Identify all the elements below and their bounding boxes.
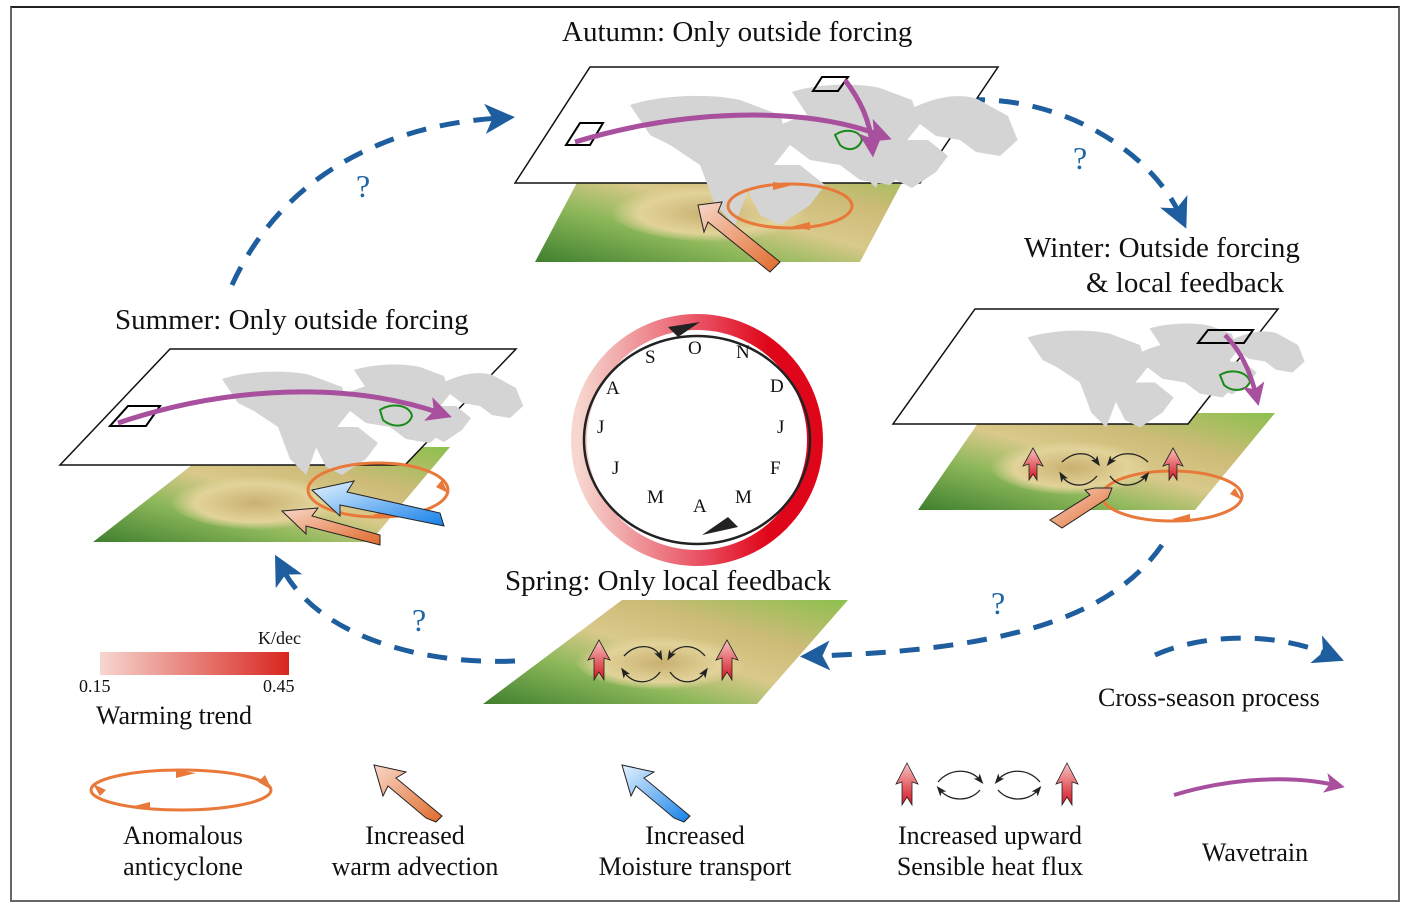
summer-title: Summer: Only outside forcing [115,304,469,336]
month-label: F [770,458,781,479]
legend-cross-season-label: Cross-season process [1098,683,1320,712]
winter-wavetrain-arrow [1223,333,1265,406]
legend-anticyclone-line1: Anomalous [123,821,243,850]
question-mark-autumn-winter: ? [1073,140,1088,176]
legend-warm-advection-icon [373,764,443,823]
cross-season-arrow-autumn-to-winter [964,97,1188,229]
month-label: M [735,487,752,508]
autumn-source-box-2 [811,76,850,92]
cycle-arrow-spring [702,517,738,535]
legend-moisture-line1: Increased [645,821,745,850]
month-label: J [777,417,785,438]
summer-source-box [107,405,162,427]
legend-heat-line2: Sensible heat flux [896,852,1084,881]
summer-moisture-arrow [310,480,445,527]
month-label: A [606,378,620,399]
legend-warm-advection-label: Increased warm advection [300,820,530,882]
colorbar-unit: K/dec [258,628,301,648]
month-label: S [645,347,656,368]
summer-basin-outline [378,404,414,427]
autumn-wavetrain-arrow-2 [842,78,884,158]
autumn-anticyclone [726,182,854,230]
spring-heat-flux-arrow-1 [587,639,611,682]
summer-wavetrain-arrow [117,389,452,426]
winter-source-box [1195,329,1255,344]
month-label: N [736,342,750,363]
winter-circulation-icon [1059,453,1150,486]
month-label: J [597,417,605,438]
legend-cross-season-icon [1153,635,1344,664]
winter-heat-flux-arrow-1 [1022,447,1044,482]
legend-moisture-icon [621,764,691,823]
colorbar-title: Warming trend [96,701,253,730]
winter-warm-advection-arrow [1049,487,1113,529]
cross-season-arrow-spring-to-summer [274,554,516,664]
cross-season-arrow-summer-to-autumn [229,103,515,287]
month-label: J [612,458,620,479]
question-mark-winter-spring: ? [991,585,1006,621]
colorbar-min-label: 0.15 [79,676,111,696]
legend-warm-line1: Increased [365,821,465,850]
legend-wavetrain-icon [1173,773,1345,797]
spring-circulation-icon [621,645,708,683]
legend-heat-line1: Increased upward [897,821,1083,850]
cycle-arrow-autumn [668,322,700,337]
autumn-wavetrain-arrow [574,112,892,145]
legend-anticyclone-line2: anticyclone [123,852,243,881]
legend-warm-line2: warm advection [331,852,499,881]
figure-frame [10,6,1400,902]
summer-warm-advection-arrow [280,507,381,546]
warming-trend-colorbar [100,652,289,675]
seasonal-cycle-ring [571,314,823,566]
month-label: D [770,376,784,397]
cross-season-arrow-winter-to-spring [800,543,1165,671]
legend-moisture-line2: Moisture transport [598,852,792,881]
legend-wavetrain-label: Wavetrain [1201,838,1309,867]
month-label: A [693,496,707,517]
month-label: O [688,338,702,359]
summer-panel [58,348,524,546]
question-mark-summer-autumn: ? [356,168,371,204]
spring-heat-flux-arrow-2 [715,639,739,682]
legend-heat-flux-icon [895,762,1079,807]
colorbar-max-label: 0.45 [263,676,295,696]
autumn-title: Autumn: Only outside forcing [562,16,913,48]
autumn-warm-advection-arrow [697,201,781,273]
winter-panel [891,308,1305,529]
summer-anticyclone [306,461,450,519]
legend-heat-flux-label: Increased upward Sensible heat flux [860,820,1120,882]
legend-anticyclone-label: Anomalous anticyclone [78,820,288,882]
winter-title-line2: & local feedback [1086,267,1285,299]
winter-title-line1: Winter: Outside forcing [1024,232,1300,264]
month-label: M [647,487,664,508]
autumn-source-box-1 [564,122,605,146]
spring-title: Spring: Only local feedback [505,565,832,597]
spring-panel [483,600,848,704]
winter-heat-flux-arrow-2 [1162,447,1184,482]
question-mark-spring-summer: ? [412,602,427,638]
legend-moisture-label: Increased Moisture transport [560,820,830,882]
autumn-panel [513,66,1018,273]
legend-anticyclone-icon [89,768,273,812]
